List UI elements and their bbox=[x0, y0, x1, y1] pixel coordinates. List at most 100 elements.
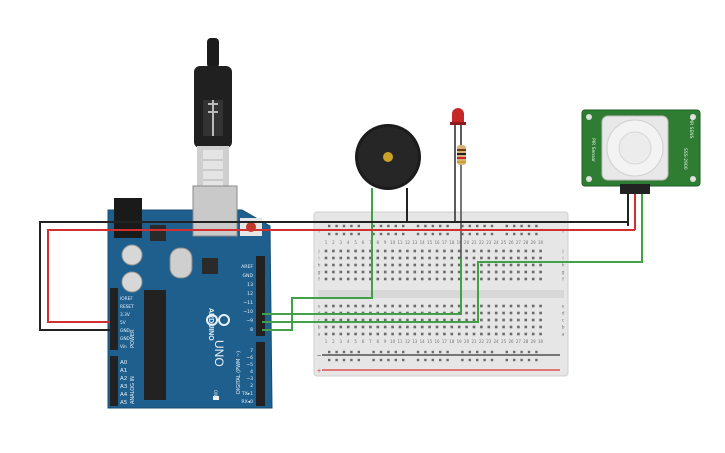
breadboard-hole[interactable] bbox=[465, 249, 468, 253]
breadboard-hole[interactable] bbox=[376, 249, 380, 253]
breadboard-hole[interactable] bbox=[435, 256, 439, 260]
breadboard-hole[interactable] bbox=[457, 318, 461, 322]
breadboard-hole[interactable] bbox=[472, 277, 476, 281]
breadboard-hole[interactable] bbox=[406, 325, 409, 329]
rail-hole[interactable] bbox=[394, 232, 397, 236]
breadboard-hole[interactable] bbox=[509, 311, 513, 315]
breadboard-hole[interactable] bbox=[531, 277, 535, 281]
breadboard-hole[interactable] bbox=[398, 325, 402, 329]
breadboard-hole[interactable] bbox=[324, 249, 328, 253]
breadboard-hole[interactable] bbox=[391, 270, 394, 274]
rail-hole[interactable] bbox=[328, 232, 331, 236]
rail-hole[interactable] bbox=[483, 232, 486, 236]
rail-hole[interactable] bbox=[513, 358, 516, 362]
breadboard-hole[interactable] bbox=[376, 332, 380, 336]
breadboard-hole[interactable] bbox=[420, 277, 424, 281]
rail-hole[interactable] bbox=[431, 358, 434, 362]
breadboard-hole[interactable] bbox=[472, 256, 476, 260]
breadboard-hole[interactable] bbox=[339, 270, 343, 274]
breadboard-hole[interactable] bbox=[332, 249, 335, 253]
breadboard-hole[interactable] bbox=[472, 263, 476, 267]
breadboard-hole[interactable] bbox=[465, 270, 468, 274]
rail-hole[interactable] bbox=[535, 350, 538, 354]
breadboard-hole[interactable] bbox=[361, 277, 365, 281]
breadboard-hole[interactable] bbox=[450, 277, 454, 281]
breadboard-hole[interactable] bbox=[502, 249, 505, 253]
breadboard-hole[interactable] bbox=[391, 256, 394, 260]
rail-hole[interactable] bbox=[342, 350, 346, 354]
rail-hole[interactable] bbox=[520, 350, 523, 354]
breadboard-hole[interactable] bbox=[383, 325, 387, 329]
breadboard-hole[interactable] bbox=[450, 270, 454, 274]
breadboard-hole[interactable] bbox=[376, 277, 380, 281]
rail-hole[interactable] bbox=[328, 350, 331, 354]
breadboard-hole[interactable] bbox=[539, 277, 542, 281]
breadboard-hole[interactable] bbox=[383, 249, 387, 253]
rail-hole[interactable] bbox=[350, 350, 353, 354]
breadboard-hole[interactable] bbox=[369, 256, 372, 260]
breadboard-hole[interactable] bbox=[524, 263, 528, 267]
breadboard-hole[interactable] bbox=[420, 325, 424, 329]
rail-hole[interactable] bbox=[446, 232, 449, 236]
breadboard-hole[interactable] bbox=[339, 277, 343, 281]
breadboard-hole[interactable] bbox=[346, 277, 350, 281]
breadboard-hole[interactable] bbox=[472, 311, 476, 315]
breadboard-hole[interactable] bbox=[369, 325, 372, 329]
breadboard-hole[interactable] bbox=[354, 332, 357, 336]
breadboard-hole[interactable] bbox=[346, 304, 350, 308]
rail-hole[interactable] bbox=[483, 358, 486, 362]
breadboard-hole[interactable] bbox=[332, 318, 335, 322]
breadboard-hole[interactable] bbox=[332, 256, 335, 260]
breadboard-hole[interactable] bbox=[524, 325, 528, 329]
breadboard-hole[interactable] bbox=[502, 270, 505, 274]
breadboard-hole[interactable] bbox=[480, 311, 483, 315]
rail-hole[interactable] bbox=[328, 358, 331, 362]
breadboard-hole[interactable] bbox=[398, 263, 402, 267]
rail-hole[interactable] bbox=[431, 224, 434, 228]
breadboard-hole[interactable] bbox=[487, 332, 491, 336]
breadboard-hole[interactable] bbox=[332, 270, 335, 274]
breadboard-hole[interactable] bbox=[346, 325, 350, 329]
breadboard-hole[interactable] bbox=[531, 249, 535, 253]
breadboard-hole[interactable] bbox=[428, 249, 431, 253]
rail-hole[interactable] bbox=[446, 358, 449, 362]
breadboard-hole[interactable] bbox=[465, 325, 468, 329]
breadboard-hole[interactable] bbox=[361, 304, 365, 308]
rail-hole[interactable] bbox=[520, 358, 523, 362]
breadboard-hole[interactable] bbox=[472, 249, 476, 253]
breadboard-hole[interactable] bbox=[324, 270, 328, 274]
breadboard-hole[interactable] bbox=[465, 256, 468, 260]
breadboard-hole[interactable] bbox=[480, 249, 483, 253]
breadboard-hole[interactable] bbox=[502, 332, 505, 336]
rail-hole[interactable] bbox=[505, 232, 508, 236]
rail-hole[interactable] bbox=[424, 224, 427, 228]
breadboard-hole[interactable] bbox=[531, 256, 535, 260]
rail-hole[interactable] bbox=[490, 232, 494, 236]
breadboard-hole[interactable] bbox=[524, 277, 528, 281]
breadboard-hole[interactable] bbox=[369, 249, 372, 253]
rail-hole[interactable] bbox=[461, 350, 464, 354]
breadboard-hole[interactable] bbox=[502, 304, 505, 308]
breadboard-hole[interactable] bbox=[435, 304, 439, 308]
breadboard-hole[interactable] bbox=[487, 325, 491, 329]
breadboard-hole[interactable] bbox=[339, 263, 343, 267]
breadboard-hole[interactable] bbox=[383, 270, 387, 274]
breadboard-hole[interactable] bbox=[480, 332, 483, 336]
rail-hole[interactable] bbox=[357, 350, 360, 354]
breadboard-hole[interactable] bbox=[361, 318, 365, 322]
rail-hole[interactable] bbox=[335, 232, 338, 236]
breadboard-hole[interactable] bbox=[339, 332, 343, 336]
rail-hole[interactable] bbox=[335, 224, 338, 228]
rail-hole[interactable] bbox=[468, 232, 471, 236]
breadboard-hole[interactable] bbox=[420, 270, 424, 274]
breadboard-hole[interactable] bbox=[450, 318, 454, 322]
breadboard-hole[interactable] bbox=[502, 277, 505, 281]
rail-hole[interactable] bbox=[416, 350, 420, 354]
breadboard-hole[interactable] bbox=[539, 325, 542, 329]
breadboard-hole[interactable] bbox=[391, 249, 394, 253]
rail-hole[interactable] bbox=[387, 224, 390, 228]
rail-hole[interactable] bbox=[483, 224, 486, 228]
breadboard-hole[interactable] bbox=[428, 325, 431, 329]
rail-hole[interactable] bbox=[439, 358, 442, 362]
breadboard-hole[interactable] bbox=[443, 304, 446, 308]
